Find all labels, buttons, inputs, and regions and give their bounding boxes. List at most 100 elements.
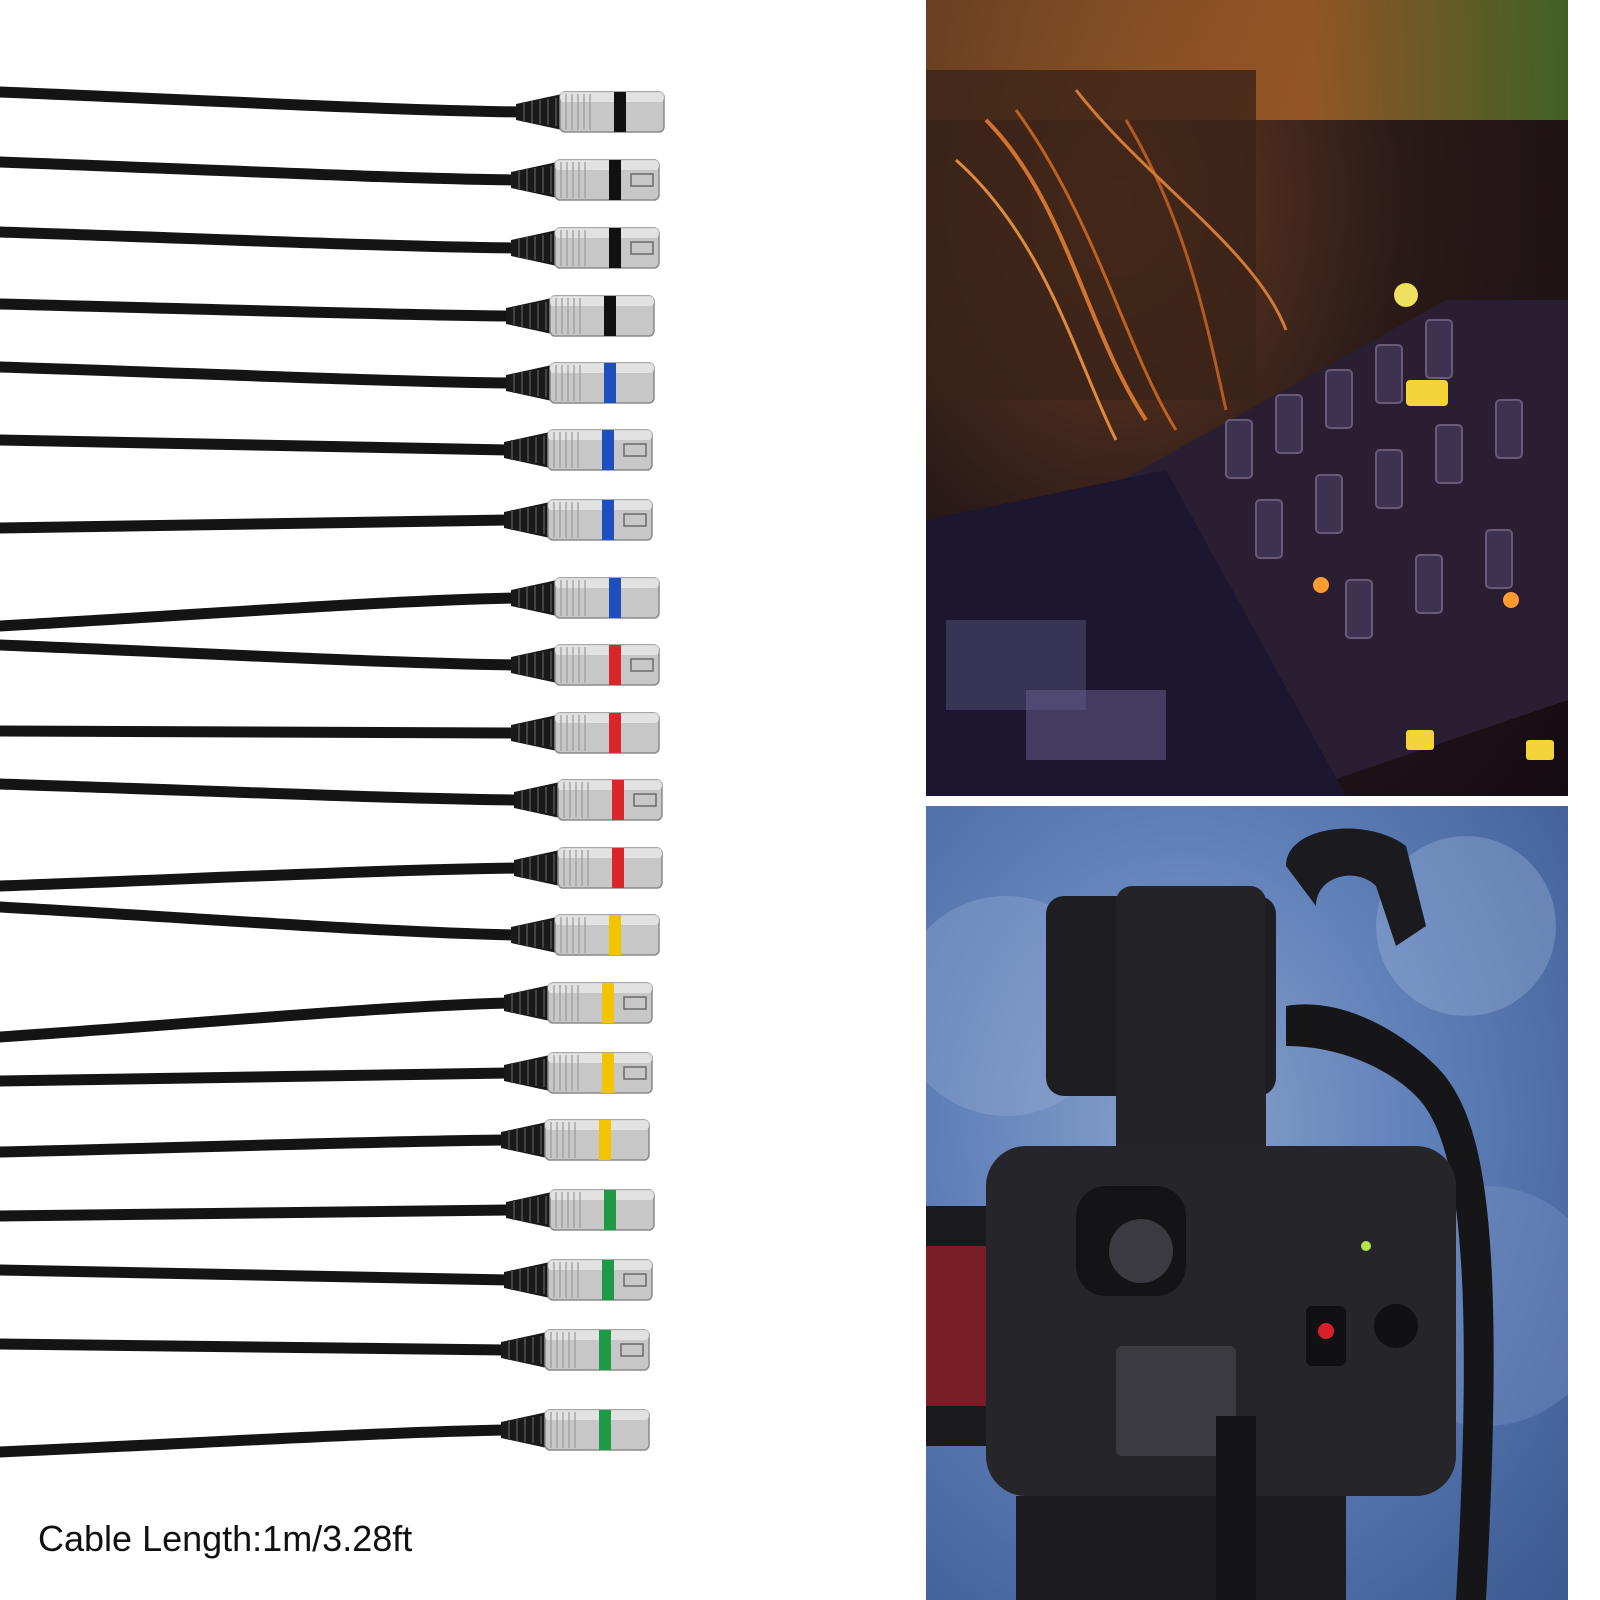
- connector-highlight: [548, 1260, 652, 1270]
- xlr-cable-red-female: [0, 639, 660, 686]
- cable-wire: [0, 997, 514, 1043]
- xlr-cable-red-male: [0, 712, 660, 754]
- color-band-blue: [602, 500, 614, 540]
- connector-highlight: [548, 500, 652, 510]
- color-band-green: [599, 1410, 611, 1450]
- connector-boot: [501, 1122, 547, 1158]
- color-band-yellow: [599, 1120, 611, 1160]
- connector-boot: [504, 1262, 550, 1298]
- latch-tab: [630, 658, 654, 672]
- connector-boot: [501, 1412, 547, 1448]
- connector-boot: [514, 850, 560, 886]
- connector-highlight: [550, 1190, 654, 1200]
- color-band-green: [602, 1260, 614, 1300]
- xlr-cable-black-female: [0, 226, 660, 269]
- color-band-blue: [609, 578, 621, 618]
- color-band-blue: [604, 363, 616, 403]
- color-band-red: [609, 645, 621, 685]
- mixer-photo: [926, 0, 1568, 796]
- cable-wire: [0, 592, 521, 632]
- cable-wire: [0, 1204, 516, 1222]
- connector-boot: [504, 1055, 550, 1091]
- camera-photo: [926, 806, 1568, 1600]
- connector-highlight: [555, 228, 659, 238]
- connector-highlight: [558, 780, 662, 790]
- cable-wire: [0, 901, 521, 941]
- cable-length-caption: Cable Length:1m/3.28ft: [38, 1518, 413, 1559]
- color-band-red: [609, 713, 621, 753]
- xlr-cable-blue-female: [0, 499, 653, 541]
- connector-boot: [506, 298, 552, 334]
- xlr-cable-yellow-male: [0, 1119, 650, 1161]
- xlr-cable-set: [0, 86, 665, 1458]
- color-band-yellow: [609, 915, 621, 955]
- xlr-cable-black-male: [0, 295, 655, 337]
- connector-highlight: [548, 430, 652, 440]
- connector-highlight: [548, 983, 652, 993]
- xlr-cable-yellow-female: [0, 982, 653, 1043]
- connector-highlight: [545, 1120, 649, 1130]
- latch-tab: [630, 241, 654, 255]
- cable-wire: [0, 1264, 514, 1286]
- cable-wire: [0, 156, 521, 186]
- connector-boot: [511, 162, 557, 198]
- xlr-cable-red-male: [0, 847, 663, 892]
- latch-tab: [623, 1273, 647, 1287]
- connector-highlight: [558, 848, 662, 858]
- cable-wire: [0, 514, 514, 534]
- latch-tab: [623, 996, 647, 1010]
- xlr-cable-green-female: [0, 1329, 650, 1371]
- connector-highlight: [545, 1330, 649, 1340]
- cable-wire: [0, 361, 516, 389]
- xlr-cable-green-male: [0, 1189, 655, 1231]
- color-band-black: [604, 296, 616, 336]
- latch-tab: [630, 173, 654, 187]
- xlr-cable-yellow-female: [0, 1052, 653, 1094]
- connector-boot: [504, 432, 550, 468]
- cable-wire: [0, 639, 521, 671]
- cable-wire: [0, 862, 524, 892]
- xlr-cable-blue-male: [0, 577, 660, 632]
- connector-boot: [504, 502, 550, 538]
- connector-boot: [506, 1192, 552, 1228]
- connector-highlight: [555, 578, 659, 588]
- color-band-green: [604, 1190, 616, 1230]
- connector-boot: [504, 985, 550, 1021]
- connector-highlight: [555, 645, 659, 655]
- connector-boot: [511, 647, 557, 683]
- latch-tab: [620, 1343, 644, 1357]
- cable-wire: [0, 1338, 511, 1356]
- connector-highlight: [555, 915, 659, 925]
- cable-wire: [0, 725, 521, 739]
- connector-highlight: [555, 713, 659, 723]
- connector-boot: [511, 917, 557, 953]
- video-camera-icon: [926, 828, 1568, 1600]
- cable-wire: [0, 226, 521, 254]
- cable-wire: [0, 778, 524, 806]
- cable-wire: [0, 434, 514, 456]
- color-band-yellow: [602, 983, 614, 1023]
- cable-wire: [0, 1424, 511, 1458]
- connector-boot: [506, 365, 552, 401]
- color-band-blue: [602, 430, 614, 470]
- connector-highlight: [548, 1053, 652, 1063]
- cable-wire: [0, 86, 526, 118]
- color-band-black: [614, 92, 626, 132]
- connector-boot: [511, 580, 557, 616]
- xlr-cable-green-male: [0, 1409, 650, 1458]
- color-band-red: [612, 848, 624, 888]
- color-band-red: [612, 780, 624, 820]
- latch-tab: [633, 793, 657, 807]
- connector-highlight: [560, 92, 664, 102]
- connector-boot: [516, 94, 562, 130]
- connector-boot: [501, 1332, 547, 1368]
- cable-wire: [0, 298, 516, 322]
- cable-wire: [0, 1067, 514, 1087]
- connector-highlight: [545, 1410, 649, 1420]
- latch-tab: [623, 443, 647, 457]
- xlr-cable-yellow-male: [0, 901, 660, 956]
- connector-highlight: [550, 296, 654, 306]
- xlr-cable-green-female: [0, 1259, 653, 1301]
- color-band-black: [609, 228, 621, 268]
